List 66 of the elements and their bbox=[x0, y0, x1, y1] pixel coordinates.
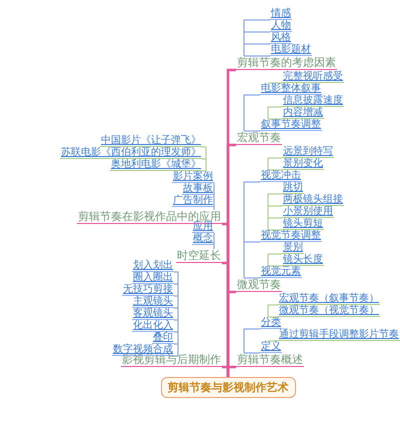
connector-line bbox=[268, 218, 282, 230]
subtopic-link: 数字视频合成 bbox=[112, 344, 174, 356]
subtopic-link: 景别 bbox=[282, 242, 304, 254]
subtopic-link: 圈入圈出 bbox=[132, 272, 174, 284]
connector-line bbox=[268, 254, 282, 266]
subtopic-link: 视觉冲击 bbox=[260, 170, 302, 182]
subtopic-link: 小景别使用 bbox=[282, 206, 334, 218]
subtopic-link: 无技巧剪接 bbox=[122, 284, 174, 296]
subtopic-link: 叙事节奏调整 bbox=[260, 119, 322, 131]
subtopic-link: 两极镜头组接 bbox=[282, 194, 344, 206]
branch-topic: 剪辑节奏概述 bbox=[236, 353, 304, 367]
subtopic-link: 镜头长度 bbox=[282, 254, 324, 266]
subtopic-link: 定义 bbox=[260, 341, 282, 353]
connector-line bbox=[268, 158, 282, 170]
subtopic-link: 宏观节奏（叙事节奏） bbox=[278, 293, 380, 305]
subtopic-link: 概念 bbox=[192, 233, 214, 245]
connector-line bbox=[268, 316, 278, 318]
connector-line bbox=[202, 170, 206, 172]
subtopic-link: 跳切 bbox=[282, 182, 304, 194]
connector-line bbox=[244, 352, 260, 354]
subtopic-link: 视觉节奏调整 bbox=[260, 230, 322, 242]
connector-line bbox=[268, 340, 278, 342]
subtopic-link: 影片案例 bbox=[172, 171, 214, 183]
connector-line bbox=[268, 304, 278, 318]
connector-line bbox=[222, 366, 230, 377]
subtopic-link: 远景到特写 bbox=[282, 146, 334, 158]
connector-line bbox=[244, 44, 270, 56]
subtopic-link: 主观镜头 bbox=[132, 296, 174, 308]
connector-line bbox=[268, 106, 282, 120]
subtopic-link: 镜头剪短 bbox=[282, 218, 324, 230]
subtopic-link: 内容增减 bbox=[282, 107, 324, 119]
connector-line bbox=[202, 158, 206, 172]
subtopic-link: 划入划出 bbox=[132, 260, 174, 272]
subtopic-link: 微观节奏（视觉节奏） bbox=[278, 305, 380, 317]
subtopic-link: 情感 bbox=[270, 8, 292, 20]
subtopic-link: 苏联电影《西伯利亚的理发师》 bbox=[60, 147, 202, 159]
subtopic-link: 电影题材 bbox=[270, 44, 312, 56]
subtopic-link: 奥地利电影《城堡》 bbox=[110, 159, 202, 171]
subtopic-link: 视觉元素 bbox=[260, 266, 302, 278]
subtopic-link: 通过剪辑手段调整影片节奏 bbox=[278, 329, 400, 341]
branch-topic: 剪辑节奏的考虑因素 bbox=[236, 56, 337, 70]
subtopic-link: 客观镜头 bbox=[132, 308, 174, 320]
subtopic-link: 信息披露速度 bbox=[282, 95, 344, 107]
branch-topic: 宏观节奏 bbox=[236, 131, 282, 145]
subtopic-link: 故事板 bbox=[182, 183, 214, 195]
subtopic-link: 化出化入 bbox=[132, 320, 174, 332]
connector-line bbox=[268, 118, 282, 120]
connector-line bbox=[244, 242, 260, 278]
branch-topic: 微观节奏 bbox=[236, 278, 282, 292]
connector-line bbox=[244, 130, 260, 132]
subtopic-link: 完整视听感受 bbox=[282, 71, 344, 83]
subtopic-link: 应用 bbox=[192, 221, 214, 233]
connector-line bbox=[268, 82, 282, 84]
subtopic-link: 分类 bbox=[260, 317, 282, 329]
subtopic-link: 广告制作 bbox=[172, 195, 214, 207]
subtopic-link: 叠印 bbox=[152, 332, 174, 344]
subtopic-link: 电影整体叙事 bbox=[260, 83, 322, 95]
subtopic-link: 风格 bbox=[270, 32, 292, 44]
branch-topic: 时空延长 bbox=[176, 249, 222, 263]
connector-line bbox=[174, 344, 178, 354]
subtopic-link: 景别变化 bbox=[282, 158, 324, 170]
connector-line bbox=[244, 328, 260, 354]
subtopic-link: 人物 bbox=[270, 20, 292, 32]
subtopic-link: 中国影片《让子弹飞》 bbox=[100, 135, 202, 147]
connector-line bbox=[244, 94, 260, 132]
central-topic: 剪辑节奏与影视制作艺术 bbox=[160, 377, 296, 398]
